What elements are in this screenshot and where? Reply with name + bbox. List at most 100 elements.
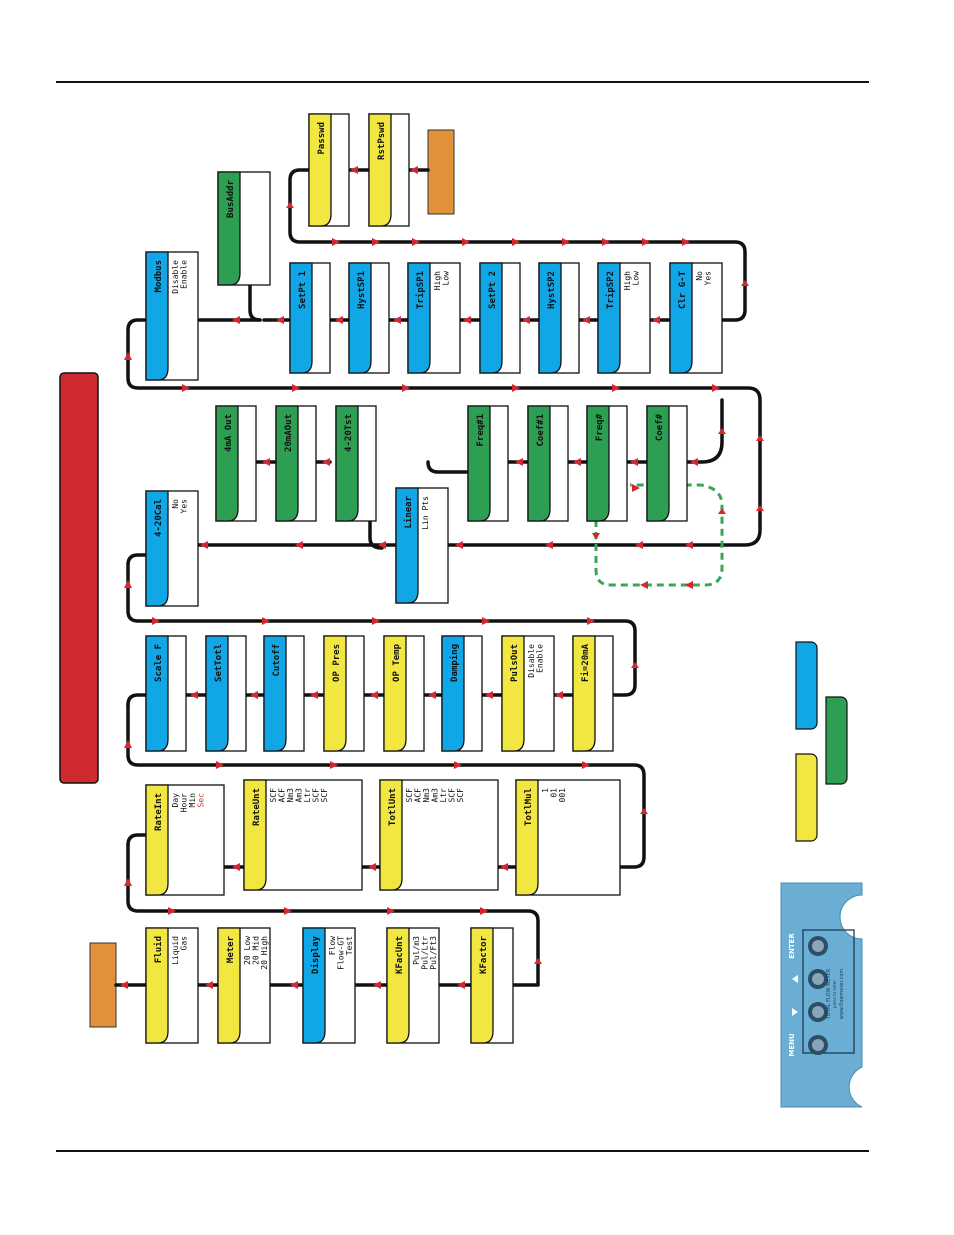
menu-node-option: 20 Low xyxy=(243,936,252,965)
menu-node-title: Clr G-T xyxy=(678,270,688,309)
menu-node-tst420: 4-20Tst xyxy=(335,405,377,522)
menu-node-option: 20 High xyxy=(260,936,269,970)
menu-node-tab xyxy=(289,262,313,374)
menu-node-tab xyxy=(467,405,491,522)
menu-node-option: Hour xyxy=(180,793,189,812)
menu-node-tab xyxy=(368,113,392,227)
menu-node-option: Disable xyxy=(527,644,536,678)
menu-node-coefn: Coef# xyxy=(646,405,688,522)
menu-node-title: KFactor xyxy=(479,935,489,974)
menu-node-option: ACF xyxy=(278,788,287,803)
menu-node-title: TripSP1 xyxy=(415,271,426,309)
menu-node-tab xyxy=(145,927,169,1044)
menu-node-option: No xyxy=(695,271,704,281)
menu-node-title: TotlMul xyxy=(524,788,534,826)
menu-node-tab xyxy=(275,405,299,522)
menu-node-hyst1: HystSP1 xyxy=(348,262,390,374)
menu-node-tab xyxy=(386,927,410,1044)
menu-node-option: Yes xyxy=(180,499,189,514)
panel-caption: TOTAL FLOW METER xyxy=(826,968,832,1020)
menu-node-tab xyxy=(323,635,347,752)
menu-node-option: 20 Mid xyxy=(252,936,261,965)
menu-key-label: MENU xyxy=(788,1033,796,1057)
down-key[interactable] xyxy=(808,1002,828,1022)
menu-node-title: SetPt 2 xyxy=(488,271,498,309)
menu-node-title: HystSP2 xyxy=(547,271,557,309)
down-arrow-icon xyxy=(792,1008,798,1016)
up-key[interactable] xyxy=(808,969,828,989)
menu-node-option: Nm3 xyxy=(422,788,431,803)
menu-node-option: Nm3 xyxy=(286,788,295,803)
menu-node-option: Low xyxy=(442,271,451,286)
menu-node-title: 4-20Tst xyxy=(344,414,354,452)
menu-node-tab xyxy=(538,262,562,374)
menu-node-option: Am3 xyxy=(295,788,304,803)
menu-node-rstpswd: RstPswd xyxy=(368,113,410,227)
menu-node-passwd: Passwd xyxy=(308,113,350,227)
menu-node-option: Lin Pts xyxy=(421,496,430,530)
menu-node-option: Pul/Ltr xyxy=(421,936,430,970)
menu-node-cutoff: Cutoff xyxy=(263,635,305,752)
menu-node-option: SCF xyxy=(448,788,457,803)
menu-node-tab xyxy=(441,635,465,752)
menu-node-freqn: Freq# xyxy=(586,405,628,522)
menu-node-title: Coef# xyxy=(655,413,665,441)
menu-node-option: Sec xyxy=(197,793,206,808)
menu-node-option: Disable xyxy=(171,260,180,294)
menu-node-tab xyxy=(335,405,359,522)
menu-node-title: Fluid xyxy=(153,936,164,963)
legend-green xyxy=(825,696,848,785)
keypad-panel-body xyxy=(780,882,863,1108)
menu-node-title: 4mA Out xyxy=(224,414,234,452)
menu-node-title: Meter xyxy=(226,935,236,963)
menu-node-title: BusAddr xyxy=(226,179,236,218)
menu-node-option: Am3 xyxy=(431,788,440,803)
menu-node-option: Enable xyxy=(536,644,545,673)
menu-node-option: SCF xyxy=(320,788,329,803)
menu-node-option: Flow-GT xyxy=(337,936,346,970)
menu-node-option: Flow xyxy=(328,936,337,955)
menu-node-tab xyxy=(572,635,596,752)
enter-key[interactable] xyxy=(808,936,828,956)
menu-node-option: 001 xyxy=(558,788,567,803)
menu-node-tab xyxy=(217,927,241,1044)
menu-node-tab xyxy=(145,635,169,752)
menu-node-title: TripSP2 xyxy=(605,271,616,309)
menu-node-title: 4-20Cal xyxy=(154,499,164,537)
menu-node-option: Ltr xyxy=(303,788,312,803)
menu-node-title: SetPt 1 xyxy=(298,271,308,309)
menu-node-tab xyxy=(243,779,267,891)
menu-node-settotl: SetTotl xyxy=(205,635,247,752)
end-box xyxy=(427,129,455,215)
menu-key[interactable] xyxy=(808,1035,828,1055)
menu-node-title: Passwd xyxy=(317,122,327,155)
menu-node-option: No xyxy=(171,499,180,509)
menu-node-option: SCF xyxy=(269,788,278,803)
dashed-loop xyxy=(594,483,724,587)
menu-node-option: High xyxy=(623,271,632,290)
panel-url: www.flowmeter.com xyxy=(839,969,845,1020)
menu-node-scalef: Scale F xyxy=(145,635,187,752)
flow-arrows xyxy=(120,166,764,989)
menu-node-tab xyxy=(348,262,372,374)
menu-node-option: Yes xyxy=(704,271,713,286)
menu-node-tab xyxy=(145,490,169,607)
menu-node-damping: Damping xyxy=(441,635,483,752)
menu-node-title: Freq#1 xyxy=(476,414,486,447)
legend-blue xyxy=(795,641,818,730)
menu-node-busaddr: BusAddr xyxy=(217,171,271,286)
color-legend xyxy=(795,641,848,842)
menu-node-hyst2: HystSP2 xyxy=(538,262,580,374)
